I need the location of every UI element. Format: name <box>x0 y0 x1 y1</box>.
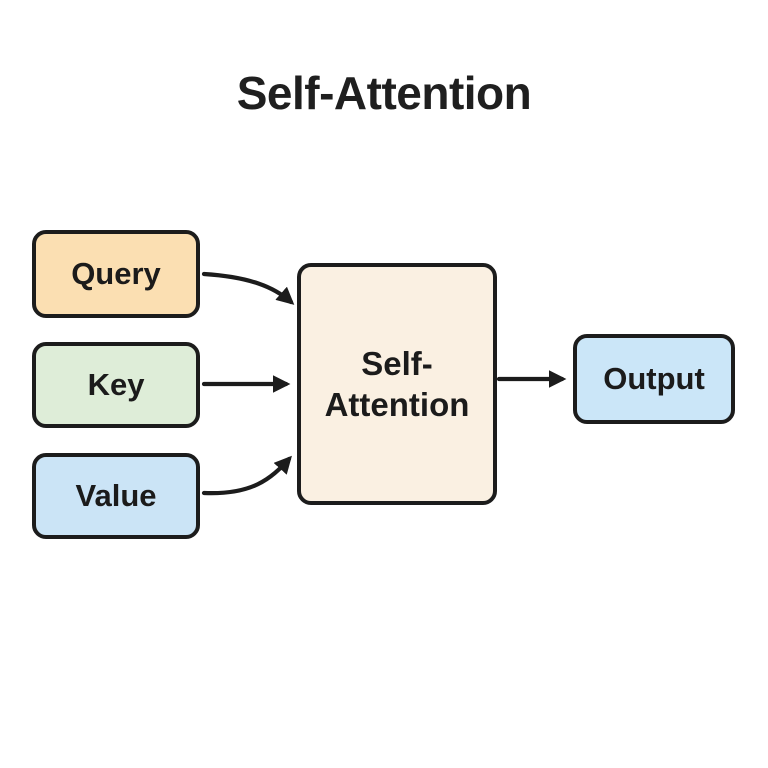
node-key: Key <box>32 342 200 428</box>
edge-query-to-attention <box>201 271 295 305</box>
node-value: Value <box>32 453 200 539</box>
node-query-label: Query <box>71 255 161 291</box>
edge-value-to-attention <box>201 455 292 496</box>
node-self-attention-label: Self- Attention <box>325 343 470 426</box>
diagram-title: Self-Attention <box>236 67 532 119</box>
node-self-attention: Self- Attention <box>297 263 497 505</box>
node-value-label: Value <box>75 477 157 513</box>
node-query: Query <box>32 230 200 318</box>
node-key-label: Key <box>87 366 145 402</box>
node-self-attention-label-line2: Attention <box>324 386 470 423</box>
node-self-attention-label-line1: Self- <box>361 344 433 382</box>
node-output: Output <box>573 334 735 424</box>
node-output-label: Output <box>603 360 705 396</box>
